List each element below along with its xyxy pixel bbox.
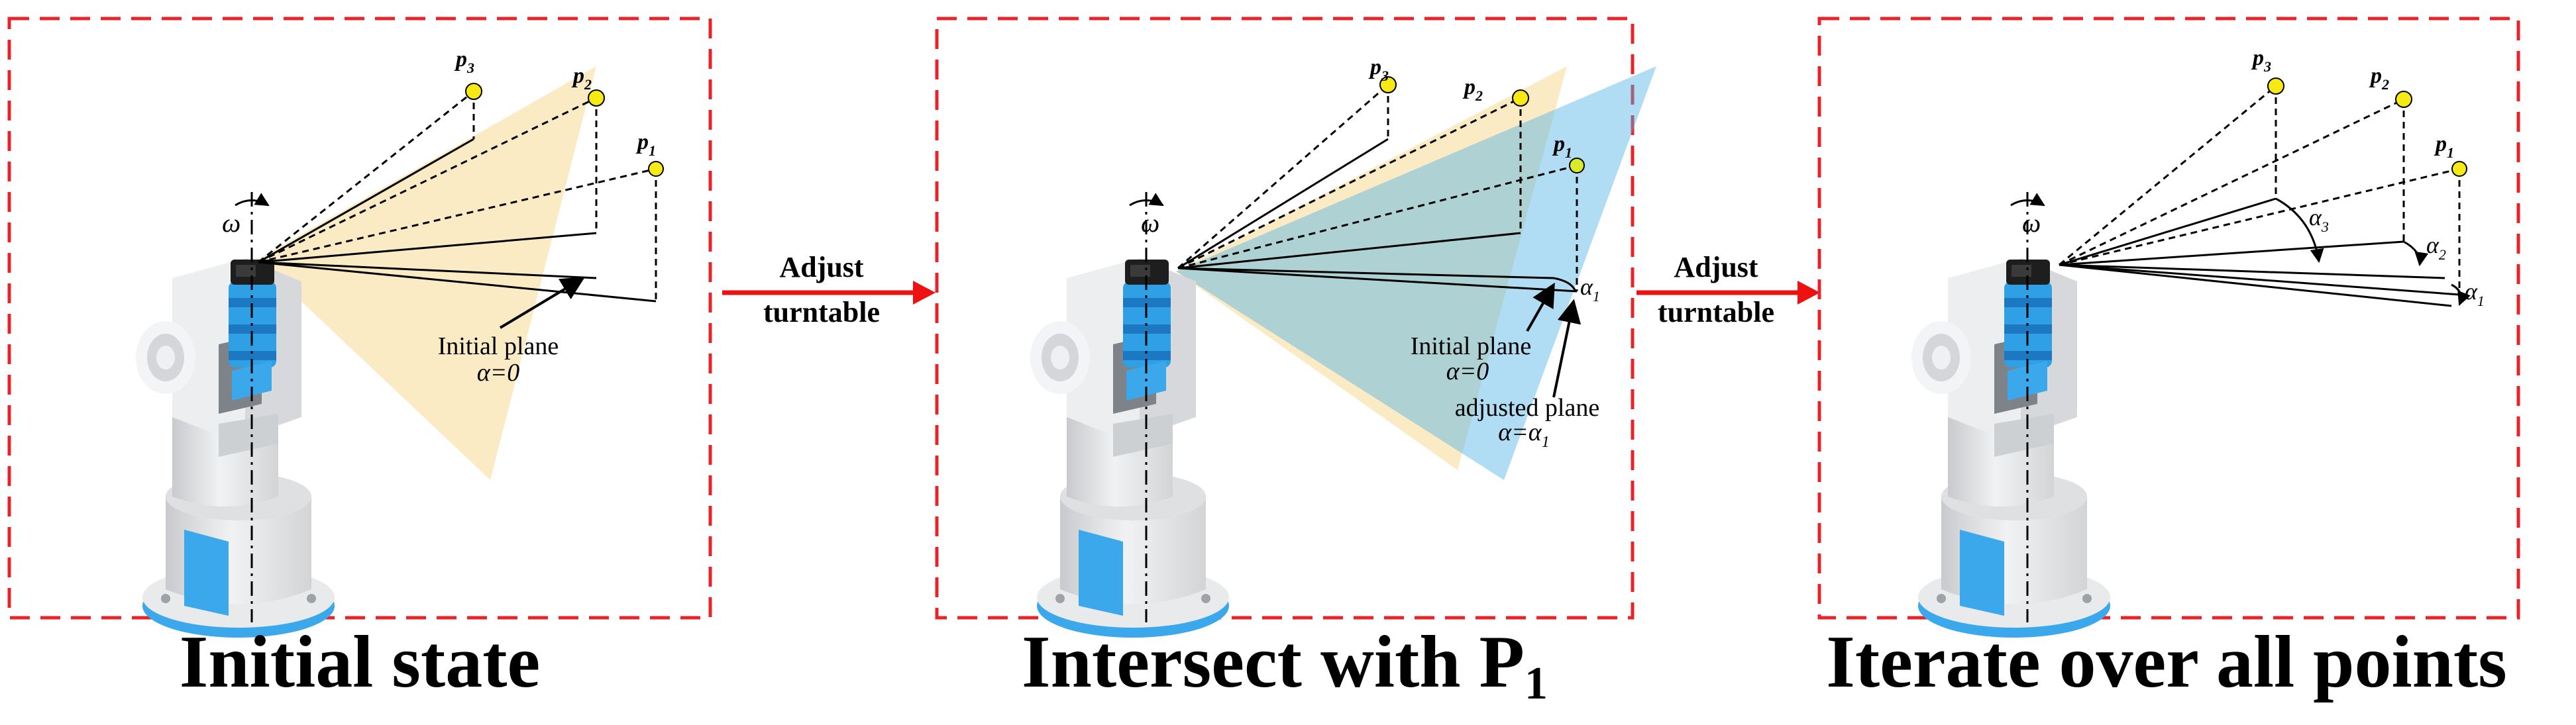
caption-iterate: Iterate over all points: [1826, 621, 2507, 703]
point-p1: [1569, 158, 1585, 173]
caption-initial-state: Initial state: [179, 621, 541, 703]
arrow-1-label-line2: turntable: [763, 296, 880, 328]
initial-plane: [1176, 66, 1567, 470]
point-p2: [1512, 89, 1529, 107]
point-label-p3: p3: [454, 47, 474, 76]
lidar-turntable-device: [1030, 192, 1229, 638]
point-label-p1: p1: [2434, 132, 2454, 161]
rays: [2059, 85, 2461, 307]
point-p2: [2395, 91, 2412, 108]
point-label-p2: p2: [571, 64, 592, 93]
adjust-turntable-arrow-1: Adjust turntable: [722, 251, 936, 328]
angle-arc-alpha3: [2275, 197, 2324, 264]
caption-intersect-main: Intersect with P: [1022, 621, 1525, 703]
point-label-p3: p3: [2251, 46, 2271, 75]
angle-label-alpha1: α1: [1580, 273, 1600, 305]
point-label-p3: p3: [1368, 55, 1389, 84]
adjusted-plane-label: adjusted plane: [1455, 394, 1599, 422]
panel-initial-state: p3 p2 p1 ω Initial plane α=0: [7, 17, 712, 638]
point-p3: [1379, 76, 1397, 93]
angle-label-alpha3: α3: [2309, 204, 2329, 235]
initial-plane-pointer-arrow: [1526, 282, 1555, 332]
adjust-turntable-arrow-2: Adjust turntable: [1637, 251, 1820, 328]
point-label-p2: p2: [2369, 64, 2389, 93]
adjusted-plane-pointer-arrow: [1552, 299, 1582, 398]
rays: [258, 90, 657, 303]
initial-plane: [257, 66, 596, 480]
arrow-2-label-line2: turntable: [1658, 296, 1774, 328]
point-label-p1: p1: [635, 130, 656, 159]
initial-plane-label: Initial plane: [438, 332, 559, 360]
adjusted-plane-alpha: α=α1: [1498, 418, 1550, 451]
initial-plane-label: Initial plane: [1411, 332, 1532, 360]
point-label-p1: p1: [1552, 132, 1572, 161]
initial-plane-pointer-arrow: [499, 277, 586, 329]
point-p1: [648, 161, 664, 177]
arrow-1-label-line1: Adjust: [779, 251, 863, 283]
adjusted-plane: [1176, 66, 1656, 480]
caption-intersect-sub: 1: [1524, 658, 1548, 709]
initial-plane-alpha: α=0: [477, 359, 520, 387]
panel-frame: [7, 17, 712, 620]
rotation-label: ω: [2022, 208, 2041, 238]
rays: [1177, 83, 1578, 293]
panel-frame: [1817, 17, 2520, 620]
rotation-label: ω: [1141, 208, 1159, 238]
point-p3: [2267, 77, 2284, 95]
angle-arc-alpha2: [2403, 240, 2429, 267]
point-p2: [588, 89, 605, 107]
angle-arc-alpha1: [2451, 283, 2471, 306]
panel-frame: [935, 17, 1635, 620]
point-p1: [2451, 161, 2467, 177]
initial-plane-alpha: α=0: [1446, 358, 1489, 385]
angle-label-alpha1: α1: [2465, 278, 2485, 309]
arrow-2-label-line1: Adjust: [1674, 251, 1758, 283]
point-label-p2: p2: [1462, 75, 1483, 104]
caption-intersect: Intersect with P1: [937, 612, 1633, 712]
angle-label-alpha2: α2: [2426, 232, 2446, 263]
panel-iterate: p3 p2 p1 ω α3 α2 α1: [1817, 17, 2520, 638]
rotation-label: ω: [222, 208, 241, 238]
panel-intersect: p3 p2 p1 ω α1 Initial plane α=0 adjusted…: [935, 17, 1656, 638]
point-p3: [465, 83, 482, 100]
